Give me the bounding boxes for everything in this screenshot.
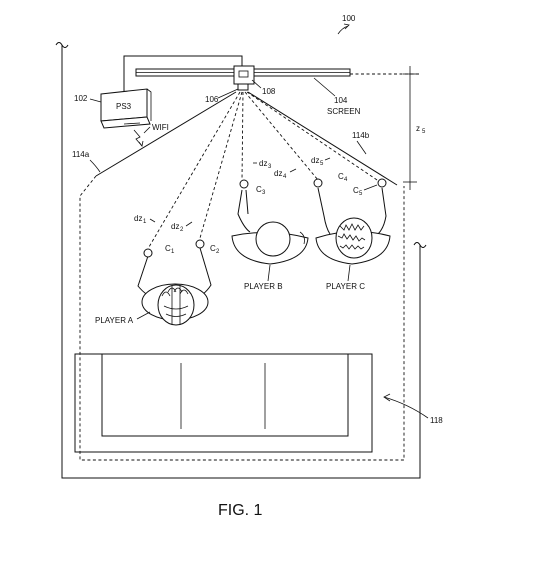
- svg-text:dz: dz: [259, 159, 267, 168]
- svg-text:5: 5: [320, 161, 324, 167]
- svg-text:4: 4: [344, 177, 348, 183]
- player-c: C 4 C 5 PLAYER C: [313, 172, 391, 291]
- svg-text:2: 2: [180, 227, 184, 233]
- camera-108: 108 106: [123, 55, 276, 104]
- distance-rays: [148, 91, 381, 248]
- svg-text:3: 3: [268, 164, 272, 170]
- svg-text:dz: dz: [311, 156, 319, 165]
- svg-text:PLAYER B: PLAYER B: [244, 282, 283, 291]
- svg-text:1: 1: [143, 219, 147, 225]
- svg-text:5: 5: [422, 129, 426, 135]
- svg-text:dz: dz: [171, 222, 179, 231]
- svg-text:5: 5: [359, 191, 363, 197]
- wifi-link: WIFI: [133, 123, 169, 147]
- svg-text:114a: 114a: [72, 150, 90, 159]
- svg-text:4: 4: [283, 174, 287, 180]
- player-b: C 3 PLAYER B: [231, 179, 309, 291]
- play-mat-118: 118: [74, 353, 443, 453]
- svg-text:C: C: [353, 186, 359, 195]
- svg-text:C: C: [338, 172, 344, 181]
- svg-text:1: 1: [171, 249, 175, 255]
- svg-text:2: 2: [216, 249, 220, 255]
- svg-text:108: 108: [262, 87, 276, 96]
- distance-labels: dz 1 dz 2 dz 3 dz 4 dz 5: [134, 156, 331, 233]
- play-zone-boundary: 114a 114b: [72, 91, 405, 461]
- player-a: C 1 C 2 PLAYER A: [95, 239, 220, 326]
- svg-text:dz: dz: [274, 169, 282, 178]
- svg-text:dz: dz: [134, 214, 142, 223]
- svg-text:z: z: [416, 124, 420, 133]
- svg-text:SCREEN: SCREEN: [327, 107, 361, 116]
- z5-dimension: z 5: [350, 66, 426, 190]
- svg-text:3: 3: [262, 190, 266, 196]
- room-outline: [55, 42, 427, 479]
- ps3-console: PS3 102: [74, 88, 152, 129]
- svg-text:100: 100: [342, 14, 356, 23]
- svg-text:118: 118: [430, 416, 443, 425]
- svg-text:C: C: [210, 244, 216, 253]
- svg-text:C: C: [256, 185, 262, 194]
- svg-text:102: 102: [74, 94, 88, 103]
- svg-text:PS3: PS3: [116, 102, 132, 111]
- ref-100-label: 100: [337, 14, 356, 35]
- svg-text:106: 106: [205, 95, 219, 104]
- svg-text:WIFI: WIFI: [152, 123, 169, 132]
- svg-text:C: C: [165, 244, 171, 253]
- figure-caption: FIG. 1: [218, 502, 263, 519]
- svg-text:PLAYER A: PLAYER A: [95, 316, 134, 325]
- svg-text:PLAYER C: PLAYER C: [326, 282, 365, 291]
- svg-text:104: 104: [334, 96, 348, 105]
- svg-text:114b: 114b: [352, 131, 370, 140]
